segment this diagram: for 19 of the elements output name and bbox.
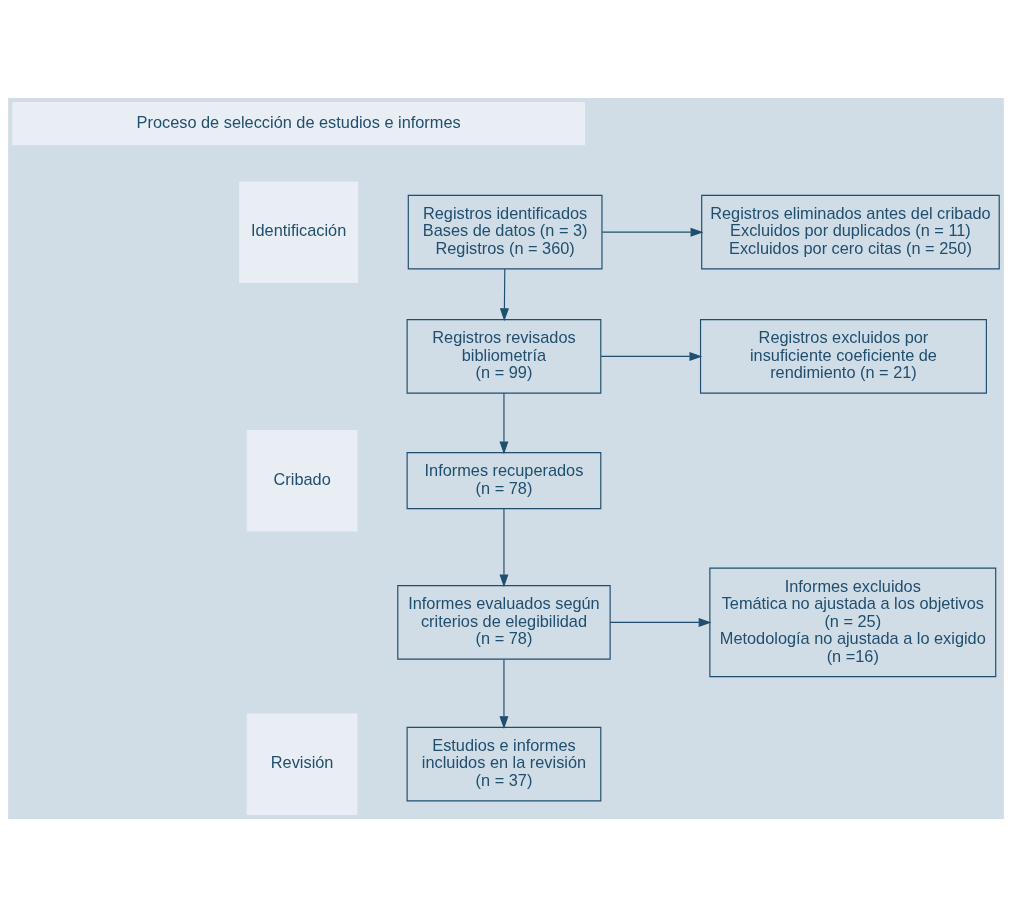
- arrow: [499, 392, 509, 454]
- node-box: Registros identificados Bases de datos (n = 3) Registros (n = 360): [407, 194, 603, 269]
- node-box: Proceso de selección de estudios e informes: [12, 101, 586, 145]
- node-box: Informes recuperados (n = 78): [406, 451, 602, 509]
- arrow: [600, 351, 703, 361]
- node-box: Revisión: [246, 712, 358, 815]
- arrow: [601, 227, 704, 237]
- arrow: [499, 658, 509, 729]
- node-box: Registros eliminados antes del cribado Excluidos por duplicados (n = 11) Excluidos por cero citas (n = 250): [701, 194, 1000, 269]
- node-box: Estudios e informes incluidos en la revisión (n = 37): [406, 726, 602, 801]
- arrow: [499, 507, 509, 587]
- node-box: Registros excluidos por insuficiente coeficiente de rendimiento (n = 21): [699, 318, 987, 394]
- arrow: [499, 267, 509, 321]
- node-box: Registros revisados bibliometría (n = 99): [406, 318, 602, 394]
- node-box: Identificación: [239, 180, 359, 283]
- node-box: Informes excluidos Temática no ajustada a los objetivos (n = 25) Metodología no ajustada a lo exigido (n =16): [709, 567, 997, 677]
- node-box: Cribado: [246, 429, 358, 531]
- arrow: [609, 617, 712, 627]
- node-box: Informes evaluados según criterios de elegibilidad (n = 78): [397, 584, 611, 660]
